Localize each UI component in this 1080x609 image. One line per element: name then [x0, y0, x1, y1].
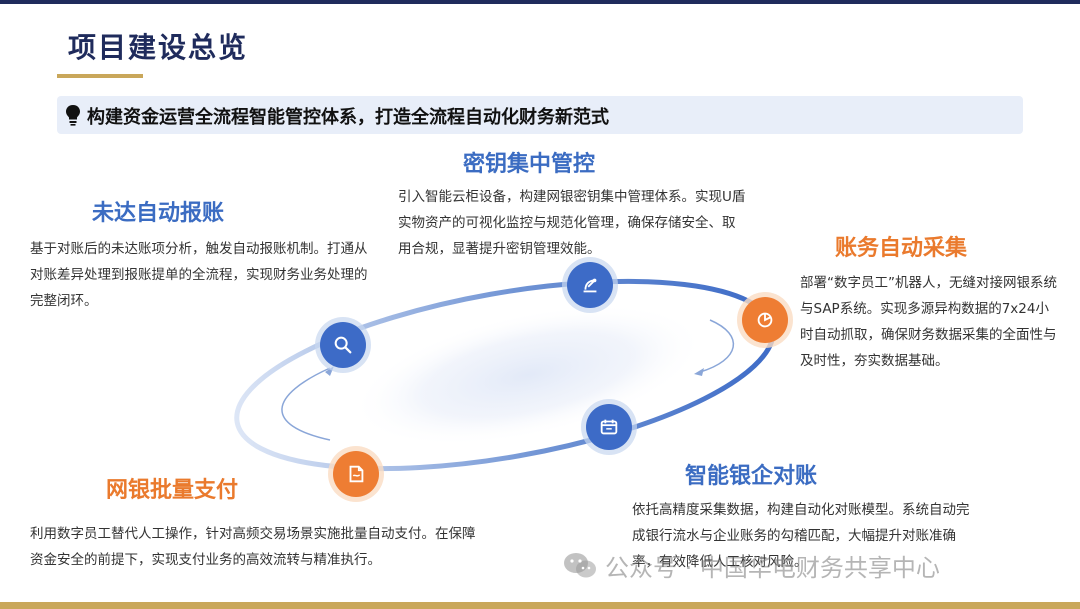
headline-banner: 构建资金运营全流程智能管控体系，打造全流程自动化财务新范式 [57, 96, 1023, 134]
section-title-batch: 网银批量支付 [106, 478, 239, 503]
search-node [320, 322, 366, 368]
section-title-key: 密钥集中管控 [463, 152, 596, 177]
wechat-icon [564, 552, 596, 577]
watermark: 公众号 · 中国华电财务共享中心 [563, 548, 940, 583]
section-title-unreach: 未达自动报账 [92, 201, 225, 226]
batch-node [333, 451, 379, 497]
satellite-icon [583, 278, 597, 293]
section-desc-unreach: 基于对账后的未达账项分析，触发自动报账机制。打通从对账差异处理到报账提单的全流程… [30, 241, 368, 309]
collect-node [742, 297, 788, 343]
search-icon [334, 336, 352, 354]
calendar-icon [600, 419, 618, 435]
banner-text: 构建资金运营全流程智能管控体系，打造全流程自动化财务新范式 [87, 107, 609, 128]
arrow-head-right [694, 368, 704, 376]
section-title-collect: 账务自动采集 [835, 236, 968, 261]
document-icon [349, 465, 364, 483]
title-underline [57, 74, 143, 78]
section-desc-batch: 利用数字员工替代人工操作，针对高频交易场景实施批量自动支付。在保障资金安全的前提… [30, 526, 476, 568]
lightbulb-icon [66, 105, 80, 126]
orbit-arrow-right [699, 319, 735, 373]
page-title: 项目建设总览 [68, 31, 249, 64]
key-node [567, 262, 613, 308]
bottom-bar [0, 602, 1080, 609]
section-desc-recon: 依托高精度采集数据，构建自动化对账模型。系统自动完成银行流水与企业账务的勾稽匹配… [632, 502, 970, 570]
orbit-arrow-left [281, 367, 331, 441]
recon-node [586, 404, 632, 450]
arrow-head-left [325, 366, 334, 376]
watermark-text: 公众号 · 中国华电财务共享中心 [605, 554, 940, 582]
pie-chart-icon [757, 312, 773, 328]
section-desc-key: 引入智能云柜设备，构建网银密钥集中管理体系。实现U盾实物资产的可视化监控与规范化… [398, 189, 746, 257]
section-title-recon: 智能银企对账 [685, 464, 818, 489]
top-bar [0, 0, 1080, 4]
section-desc-collect: 部署“数字员工”机器人，无缝对接网银系统与SAP系统。实现多源异构数据的7x24… [800, 275, 1057, 369]
orbit-glow [351, 303, 705, 447]
